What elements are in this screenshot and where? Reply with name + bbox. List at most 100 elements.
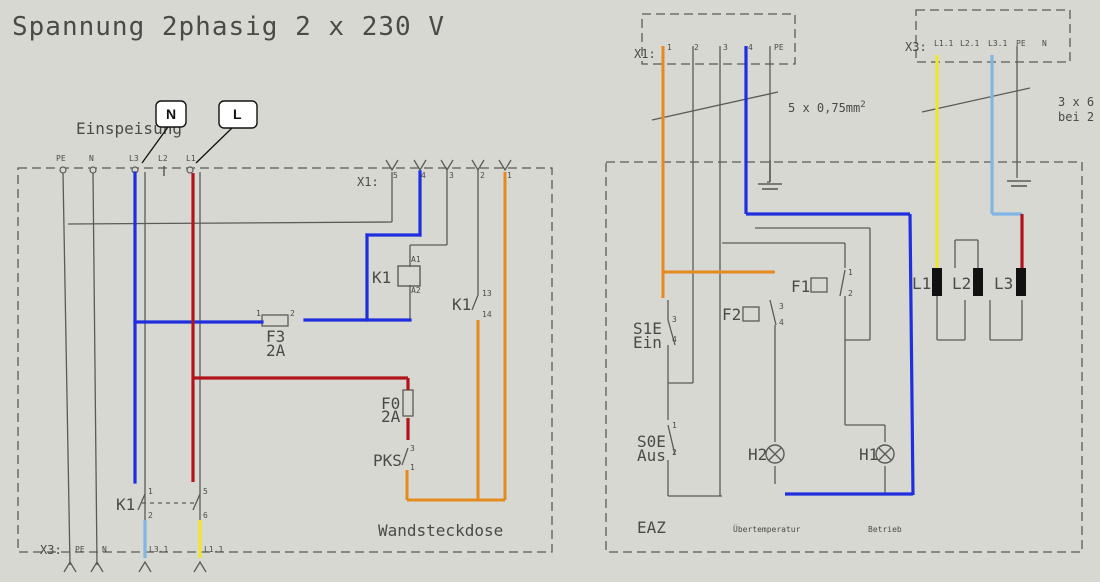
svg-text:3: 3	[672, 315, 677, 324]
blue-wires-left	[133, 170, 422, 484]
left-frame	[17, 167, 553, 553]
x3-right-label: X3:	[905, 40, 927, 54]
x3-bottom-terminals	[63, 560, 207, 573]
wandsteckdose-label: Wandsteckdose	[378, 521, 503, 540]
svg-text:1: 1	[148, 487, 153, 496]
svg-text:1: 1	[410, 463, 415, 472]
svg-text:2: 2	[148, 511, 153, 520]
k1-a2-label: A2	[411, 286, 421, 295]
x3-bottom-label: X3:	[40, 543, 62, 557]
svg-text:4: 4	[779, 318, 784, 327]
pks-contact	[401, 447, 409, 466]
x3-bottom-pin-labels: PE N L3.1 L1.1	[75, 545, 223, 554]
s0e-sub: Aus	[637, 446, 666, 465]
s1e-label: S1E	[633, 319, 662, 338]
k1-main-contacts	[137, 493, 201, 511]
eaz-frame	[605, 9, 1083, 553]
svg-text:PE: PE	[1016, 39, 1026, 48]
svg-text:1: 1	[667, 43, 672, 52]
s1e-sub: Ein	[633, 333, 662, 352]
svg-text:2: 2	[694, 43, 699, 52]
svg-text:13: 13	[482, 289, 492, 298]
blue-wires-right	[744, 46, 915, 496]
cable-3-marker	[921, 87, 1031, 113]
orange-wires-left	[405, 172, 507, 502]
x3-right-pin-labels: L1.1 L2.1 L3.1 PE N	[934, 39, 1047, 48]
k1-coil-label: K1	[372, 268, 391, 287]
f0-fuse	[402, 389, 414, 417]
pe-n-lines	[62, 172, 393, 566]
f2-label: F2	[722, 305, 741, 324]
svg-text:PE: PE	[56, 154, 66, 163]
x1-left-pin-labels: 5 4 3 2 1	[393, 171, 512, 180]
x1-right-label: X1:	[634, 47, 656, 61]
x1-left-label: X1:	[357, 175, 379, 189]
h2-label: H2	[748, 445, 767, 464]
svg-text:3: 3	[723, 43, 728, 52]
uebertemperatur-label: Übertemperatur	[733, 524, 801, 534]
svg-text:N: N	[166, 106, 176, 122]
svg-text:L3.1: L3.1	[988, 39, 1007, 48]
svg-text:5: 5	[393, 171, 398, 180]
svg-text:4: 4	[672, 335, 677, 344]
einspeisung-label: Einspeisung	[76, 119, 182, 138]
svg-text:N: N	[89, 154, 94, 163]
svg-text:3: 3	[449, 171, 454, 180]
svg-text:PE: PE	[75, 545, 85, 554]
cable-5-marker	[651, 91, 779, 121]
svg-text:L1.1: L1.1	[204, 545, 223, 554]
heater-l2	[973, 268, 983, 296]
svg-text:N: N	[102, 545, 107, 554]
orange-wires-right	[661, 46, 775, 298]
f0-rating: 2A	[381, 407, 401, 426]
lightblue-wire-right	[990, 55, 1022, 216]
heater-l2-label: L2	[952, 274, 971, 293]
callout-l: L	[195, 100, 258, 164]
heater-l1	[932, 268, 942, 296]
diagram-title: Spannung 2phasig 2 x 230 V	[12, 12, 445, 42]
svg-text:3: 3	[779, 302, 784, 311]
svg-text:14: 14	[482, 310, 492, 319]
svg-text:2: 2	[480, 171, 485, 180]
h1-label: H1	[859, 445, 878, 464]
svg-text:N: N	[1042, 39, 1047, 48]
svg-text:1: 1	[848, 268, 853, 277]
svg-text:L2.1: L2.1	[960, 39, 979, 48]
heater-l3	[1016, 268, 1026, 296]
svg-text:2: 2	[290, 309, 295, 318]
s1e-switch	[667, 319, 676, 346]
s0e-switch	[667, 424, 676, 456]
svg-text:4: 4	[748, 43, 753, 52]
x1-right-pin-labels: 1 2 3 4 PE	[667, 43, 784, 52]
f1-label: F1	[791, 277, 810, 296]
eaz-label: EAZ	[637, 518, 666, 537]
svg-text:4: 4	[421, 171, 426, 180]
k1-aux-contact	[471, 294, 479, 311]
svg-text:1: 1	[256, 309, 261, 318]
f1-thermal	[810, 277, 828, 293]
s0e-label: S0E	[637, 432, 666, 451]
f3-fuse	[261, 314, 289, 327]
cable-3-label-1: 3 x 6	[1058, 95, 1094, 109]
x1-left-terminals	[385, 159, 512, 320]
k1-coil	[397, 265, 421, 287]
ground-symbol-2	[1007, 180, 1031, 187]
svg-text:1: 1	[507, 171, 512, 180]
pks-label: PKS	[373, 451, 402, 470]
cable-3-label-2: bei 2	[1058, 110, 1094, 124]
svg-text:2: 2	[848, 289, 853, 298]
k1-aux-label: K1	[452, 295, 471, 314]
k1-main-label: K1	[116, 495, 135, 514]
svg-text:L3.1: L3.1	[149, 545, 168, 554]
callout-n: N	[141, 100, 187, 164]
svg-text:L3: L3	[129, 154, 139, 163]
red-wires-left	[191, 173, 410, 482]
betrieb-label: Betrieb	[868, 525, 902, 534]
svg-text:L1.1: L1.1	[934, 39, 953, 48]
h1-lamp	[875, 444, 895, 464]
svg-text:2: 2	[672, 448, 677, 457]
svg-text:6: 6	[203, 511, 208, 520]
svg-text:L1: L1	[186, 154, 196, 163]
ground-symbol	[758, 160, 782, 190]
